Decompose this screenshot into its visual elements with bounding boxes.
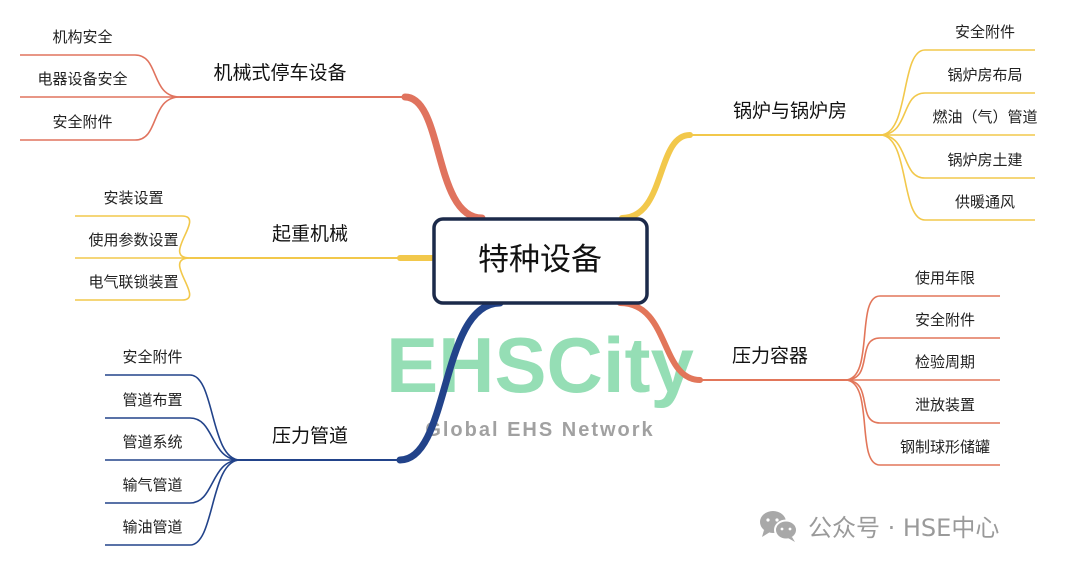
leaf-node[interactable]: 钢制球形储罐 <box>844 379 1000 466</box>
center-node[interactable] <box>432 217 649 305</box>
leaf-node[interactable]: 输气管道 <box>105 459 241 504</box>
leaf-label: 钢制球形储罐 <box>900 438 990 456</box>
leaf-connector <box>844 295 1000 381</box>
leaf-node[interactable]: 锅炉房布局 <box>879 66 1035 136</box>
leaf-connector <box>75 257 191 301</box>
leaf-label: 管道系统 <box>122 433 182 451</box>
leaf-node[interactable]: 管道系统 <box>105 433 241 461</box>
leaf-node[interactable]: 燃油（气）管道 <box>880 108 1038 136</box>
leaf-node[interactable]: 管道布置 <box>105 391 241 461</box>
leaf-label: 使用年限 <box>915 269 975 287</box>
leaf-connector <box>105 374 241 461</box>
footer-text: 公众号 · HSE中心 <box>808 514 1000 542</box>
branch-connector <box>619 132 693 221</box>
leaf-connector <box>105 459 241 546</box>
branch-connector <box>396 299 504 464</box>
leaf-node[interactable]: 检验周期 <box>844 353 1000 381</box>
leaf-node[interactable]: 泄放装置 <box>844 379 1000 424</box>
footer-credit: 公众号 · HSE中心 <box>758 508 999 543</box>
leaf-connector <box>879 49 1035 136</box>
leaf-node[interactable]: 使用参数设置 <box>75 231 191 259</box>
branch-connector <box>401 93 486 222</box>
leaf-connector <box>75 215 191 259</box>
leaf-connector <box>20 96 181 141</box>
leaf-node[interactable]: 供暖通风 <box>879 134 1035 221</box>
leaf-label: 输气管道 <box>122 476 182 494</box>
leaf-node[interactable]: 机构安全 <box>20 28 181 98</box>
leaf-label: 电器设备安全 <box>37 70 127 88</box>
leaf-node[interactable]: 安装设置 <box>75 189 191 259</box>
leaf-connector <box>20 54 181 98</box>
leaf-node[interactable]: 电气联锁装置 <box>75 257 191 301</box>
branch-label[interactable]: 机械式停车设备 <box>213 62 346 84</box>
leaf-connector <box>879 92 1035 136</box>
leaf-label: 锅炉房土建 <box>947 151 1022 169</box>
branch-label[interactable]: 压力管道 <box>272 425 348 447</box>
wechat-icon <box>760 510 798 542</box>
leaf-label: 机构安全 <box>52 28 112 46</box>
leaf-label: 泄放装置 <box>915 396 975 414</box>
branch-connector <box>617 300 703 383</box>
leaf-connector <box>879 134 1035 221</box>
leaf-label: 安全附件 <box>52 113 112 131</box>
branch-label[interactable]: 压力容器 <box>732 345 808 367</box>
leaf-connector <box>879 134 1035 179</box>
leaf-label: 安装设置 <box>103 189 163 207</box>
center-label: 特种设备 <box>478 242 602 278</box>
leaf-label: 燃油（气）管道 <box>932 108 1037 126</box>
leaf-label: 安全附件 <box>122 348 182 366</box>
leaf-label: 锅炉房布局 <box>947 66 1022 84</box>
leaf-label: 安全附件 <box>955 23 1015 41</box>
leaf-node[interactable]: 安全附件 <box>105 348 241 461</box>
leaf-label: 输油管道 <box>122 518 182 536</box>
leaf-label: 安全附件 <box>915 311 975 329</box>
branch-label[interactable]: 锅炉与锅炉房 <box>733 100 847 122</box>
leaf-node[interactable]: 输油管道 <box>105 459 241 546</box>
leaf-label: 电气联锁装置 <box>88 273 178 291</box>
leaf-connector <box>105 417 241 461</box>
watermark-logo: EHSCity <box>386 321 694 409</box>
branch-label[interactable]: 起重机械 <box>272 223 348 245</box>
leaf-connector <box>105 459 241 504</box>
watermark-tagline: Global EHS Network <box>425 419 654 441</box>
leaf-label: 管道布置 <box>122 391 182 409</box>
leaf-label: 使用参数设置 <box>88 231 178 249</box>
leaf-node[interactable]: 安全附件 <box>20 96 181 141</box>
leaf-node[interactable]: 锅炉房土建 <box>879 134 1035 179</box>
leaf-node[interactable]: 使用年限 <box>844 269 1000 381</box>
leaf-node[interactable]: 安全附件 <box>844 311 1000 381</box>
leaf-connector <box>844 379 1000 466</box>
leaf-connector <box>844 379 1000 424</box>
leaf-label: 检验周期 <box>915 353 975 371</box>
leaf-node[interactable]: 电器设备安全 <box>20 70 181 98</box>
leaf-connector <box>844 337 1000 381</box>
leaf-node[interactable]: 安全附件 <box>879 23 1035 136</box>
leaf-label: 供暖通风 <box>955 193 1015 211</box>
